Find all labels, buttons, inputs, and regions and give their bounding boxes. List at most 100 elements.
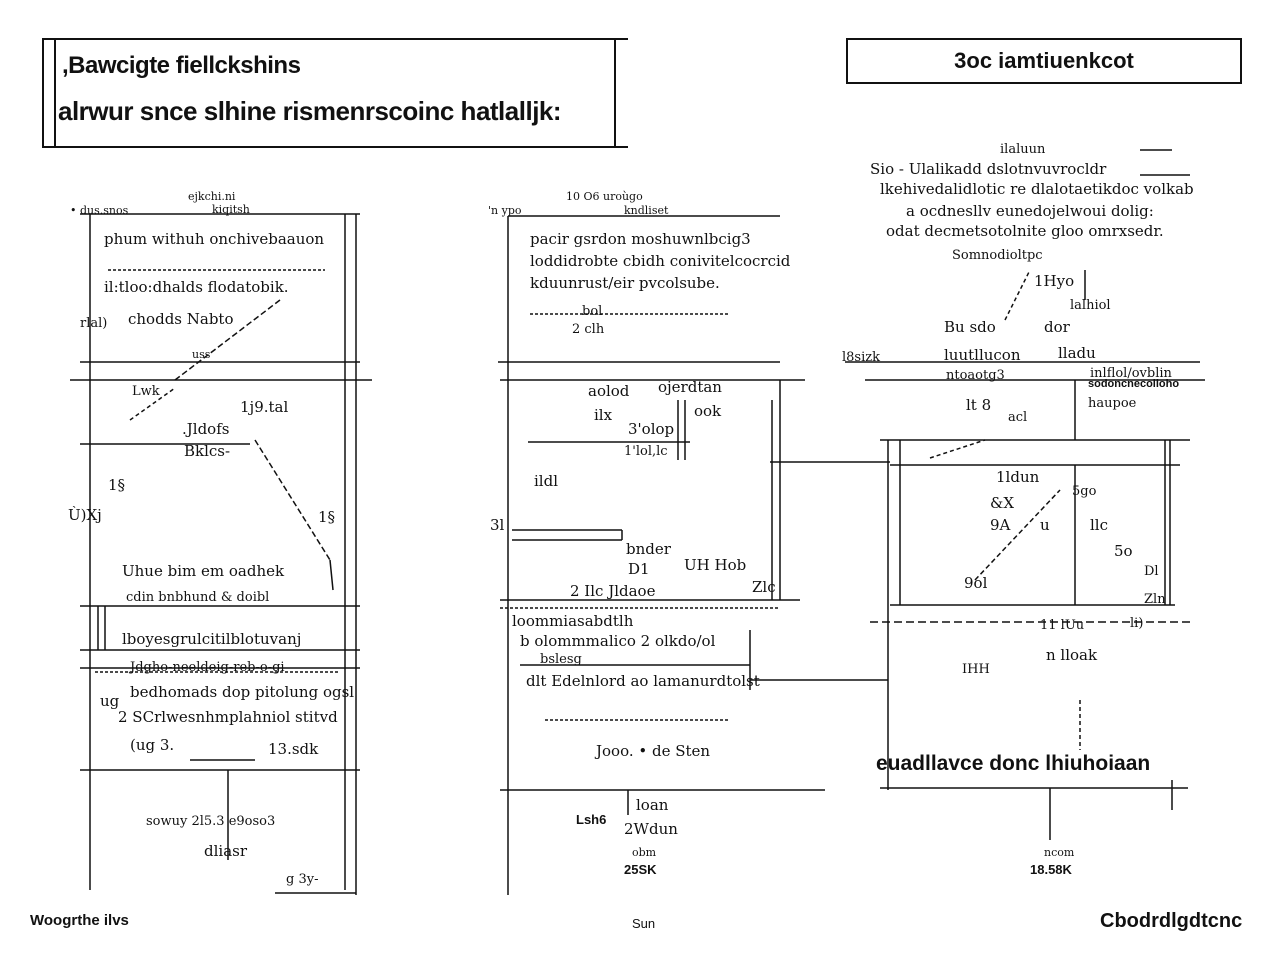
mid-label-d: ook	[694, 402, 722, 420]
left-line-11: 13.sdk	[268, 740, 319, 758]
left-top-sub: kiqitsh	[212, 203, 250, 216]
left-bottom-3: g 3y-	[286, 872, 319, 887]
right-label-o: &X	[990, 494, 1015, 512]
right-line-5: odat decmetsotolnite gloo omrxsedr.	[886, 222, 1164, 240]
right-label-e: l8sizk	[842, 350, 880, 365]
left-note-h: 1§	[318, 508, 336, 526]
mid-line-5: 2 clh	[572, 322, 605, 337]
left-line-4: Uhue bim em oadhek	[122, 562, 285, 580]
left-line-3: chodds Nabto	[128, 310, 234, 328]
mid-label-j: D1	[628, 560, 650, 578]
right-title-box: 3oc iamtiuenkcot	[846, 38, 1242, 84]
mid-label-c: ilx	[594, 406, 613, 424]
right-label-p: 5go	[1072, 484, 1097, 499]
right-label-m: acl	[1008, 410, 1028, 425]
left-line-10: (ug 3.	[130, 736, 175, 754]
mid-top-tag: 'n ypo	[488, 204, 522, 217]
mid-line-7: b olommmalico 2 olkdo/ol	[520, 632, 716, 650]
left-note-e: Bklcs-	[184, 442, 231, 460]
mid-bottom-c: 2Wdun	[624, 820, 678, 838]
mid-label-l: 2 Ilc Jldaoe	[570, 582, 656, 600]
mid-top-label: 10 O6 uroùgo	[566, 190, 643, 203]
right-label-n: 1ldun	[996, 468, 1040, 486]
right-line-1: ilaluun	[1000, 142, 1046, 157]
right-line-4: a ocdnesllv eunedojelwoui dolig:	[906, 202, 1154, 220]
mid-label-g: ildl	[534, 472, 558, 490]
left-bottom-2: dliasr	[204, 842, 248, 860]
mid-label-b: ojerdtan	[658, 378, 722, 396]
right-label-f: luutllucon	[944, 346, 1021, 364]
left-note-d: .Jldofs	[182, 420, 230, 438]
right-line-6: Somnodioltpc	[952, 248, 1043, 263]
mid-label-m: Zlc	[752, 578, 776, 596]
left-line-2: il:tloo:dhalds flodatobik.	[104, 278, 289, 296]
footer-center: Sun	[632, 916, 656, 931]
right-label-c: Bu sdo	[944, 318, 996, 336]
footer-right: Cbodrdlgdtcnc	[1100, 910, 1243, 932]
mid-line-2: loddidrobte cbidh conivitelcocrcid	[530, 252, 791, 270]
title-box: ,Bawcigte fiellckshins alrwur snce slhin…	[42, 38, 628, 148]
right-label-z: IHH	[962, 662, 990, 677]
mid-line-6: loommiasabdtlh	[512, 612, 634, 630]
left-line-7: Jdgho-neeldeig-reb-o-gi	[130, 660, 285, 675]
right-label-w: Zln	[1144, 592, 1166, 607]
title-line-2: alrwur snce slhine rismenrscoinc hatlall…	[58, 96, 562, 126]
left-note-i: ug	[100, 692, 120, 710]
left-top-label: ejkchi.ni	[188, 190, 236, 203]
footer-left: Woogrthe ilvs	[30, 912, 129, 929]
right-label-y: n lloak	[1046, 646, 1098, 664]
right-title: 3oc iamtiuenkcot	[954, 48, 1134, 73]
right-label-h: ntoaotg3	[946, 368, 1005, 383]
left-bottom-1: sowuy 2l5.3 e9oso3	[146, 814, 276, 829]
mid-line-9: dlt Edelnlord ao lamanurdtolst	[526, 672, 760, 690]
left-line-5: cdin bnbhund & doibl	[126, 590, 270, 605]
right-label-j: sodoncnecolloho	[1088, 378, 1180, 390]
title-line-1: ,Bawcigte fiellckshins	[62, 52, 301, 79]
right-line-3: lkehivedalidlotic re dlalotaetikdoc volk…	[880, 180, 1194, 198]
mid-label-h: 3l	[490, 516, 505, 534]
mid-line-1: pacir gsrdon moshuwnlbcig3	[530, 230, 751, 248]
mid-line-10: Jooo. • de Sten	[596, 742, 711, 760]
mid-line-3: kduunrust/eir pvcolsube.	[530, 274, 720, 292]
title-box-left-rule	[54, 40, 56, 148]
right-label-b: lalhiol	[1070, 298, 1111, 313]
left-note-a: uss	[192, 348, 211, 361]
right-line-2: Sio - Ulalikadd dslotnvuvrocldr	[870, 160, 1107, 178]
left-top-tag: • dus.snos	[70, 204, 129, 217]
mid-label-k: UH Hob	[684, 556, 747, 574]
right-label-r: u	[1040, 516, 1050, 534]
left-note-b: Lwk	[132, 384, 160, 399]
left-note-f: 1§	[108, 476, 126, 494]
right-label-a: 1Hyo	[1034, 272, 1075, 290]
right-label-v: Dl	[1144, 564, 1159, 579]
left-side-label: rlal)	[80, 316, 108, 331]
right-label-u: 9ol	[964, 574, 988, 592]
mid-label-e: 3'olop	[628, 420, 675, 438]
mid-bottom-e: 25SK	[624, 862, 657, 877]
left-line-8: bedhomads dop pitolung ogsl	[130, 683, 355, 701]
right-label-l: lt 8	[966, 396, 992, 414]
right-label-i: inlflol/ovblin	[1090, 366, 1172, 381]
right-label-aa: 11 lUu	[1040, 618, 1085, 633]
mid-line-4: bol	[582, 304, 603, 319]
right-label-s: llc	[1090, 516, 1108, 534]
mid-label-a: aolod	[588, 382, 630, 400]
left-line-1: phum withuh onchivebaauon	[104, 230, 325, 248]
mid-line-8: bslesg	[540, 652, 582, 667]
right-label-g: lladu	[1058, 344, 1096, 362]
mid-bottom-d: obm	[632, 846, 657, 859]
right-big-caption: euadllavce donc lhiuhoiaan	[876, 752, 1151, 775]
mid-label-f: 1'lol,lc	[624, 444, 668, 459]
title-box-right-rule	[614, 40, 616, 148]
right-bottom-b: 18.58K	[1030, 862, 1072, 877]
left-note-g: Ù)Xj	[68, 506, 102, 524]
right-bottom-a: ncom	[1044, 846, 1075, 859]
left-note-c: 1j9.tal	[240, 398, 289, 416]
mid-top-sub: kndliset	[624, 204, 669, 217]
right-label-d: dor	[1044, 318, 1070, 336]
right-label-x: li)	[1130, 616, 1144, 631]
right-label-q: 9A	[990, 516, 1011, 534]
right-label-k: haupoe	[1088, 396, 1137, 411]
right-label-t: 5o	[1114, 542, 1133, 560]
